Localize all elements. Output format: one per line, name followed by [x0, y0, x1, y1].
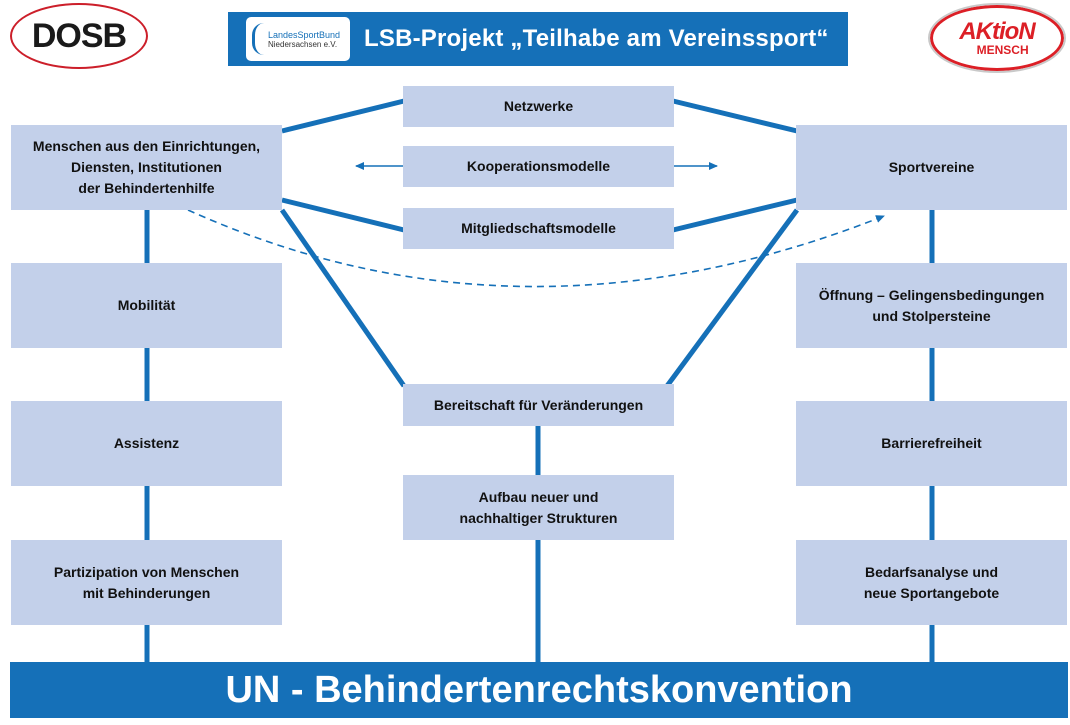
footer-banner: UN - Behindertenrechtskonvention [10, 662, 1068, 718]
line-left-to-bereitschaft [279, 208, 407, 388]
lsb-logo: LandesSportBund Niedersachsen e.V. [246, 17, 350, 61]
line-left-to-mitglied [281, 197, 405, 233]
box-partizipation: Partizipation von Menschen mit Behinderu… [11, 540, 282, 625]
line-right-to-bereitschaft [664, 208, 800, 388]
box-bedarfsanalyse: Bedarfsanalyse und neue Sportangebote [796, 540, 1067, 625]
box-kooperationsmodelle: Kooperationsmodelle [403, 146, 674, 187]
aktion-mensch-logo-line1: AKtioN [959, 18, 1035, 45]
line-netzwerke-to-right [672, 98, 798, 134]
dashed-curve-arrow [187, 209, 885, 288]
box-netzwerke: Netzwerke [403, 86, 674, 127]
box-menschen-einrichtungen: Menschen aus den Einrichtungen, Diensten… [11, 125, 282, 210]
box-mitgliedschaftsmodelle: Mitgliedschaftsmodelle [403, 208, 674, 249]
header-banner: LandesSportBund Niedersachsen e.V. LSB-P… [228, 12, 848, 66]
lsb-logo-line1: LandesSportBund [268, 29, 341, 40]
box-aufbau-strukturen: Aufbau neuer und nachhaltiger Strukturen [403, 475, 674, 540]
aktion-mensch-logo: AKtioN MENSCH [928, 3, 1066, 73]
page-title: LSB-Projekt „Teilhabe am Vereinssport“ [364, 25, 829, 52]
box-sportvereine: Sportvereine [796, 125, 1067, 210]
lsb-logo-line2: Niedersachsen e.V. [268, 39, 338, 49]
box-bereitschaft: Bereitschaft für Veränderungen [403, 384, 674, 426]
dosb-logo-text: DOSB [31, 16, 127, 55]
box-barrierefreiheit: Barrierefreiheit [796, 401, 1067, 486]
dosb-logo: DOSB [10, 3, 148, 69]
line-left-to-netzwerke [281, 98, 405, 134]
box-mobilitaet: Mobilität [11, 263, 282, 348]
box-assistenz: Assistenz [11, 401, 282, 486]
lsb-mark-icon [252, 23, 265, 55]
aktion-mensch-logo-line2: MENSCH [976, 43, 1029, 57]
line-mitglied-to-right [672, 197, 798, 233]
box-oeffnung: Öffnung – Gelingensbedingungen und Stolp… [796, 263, 1067, 348]
